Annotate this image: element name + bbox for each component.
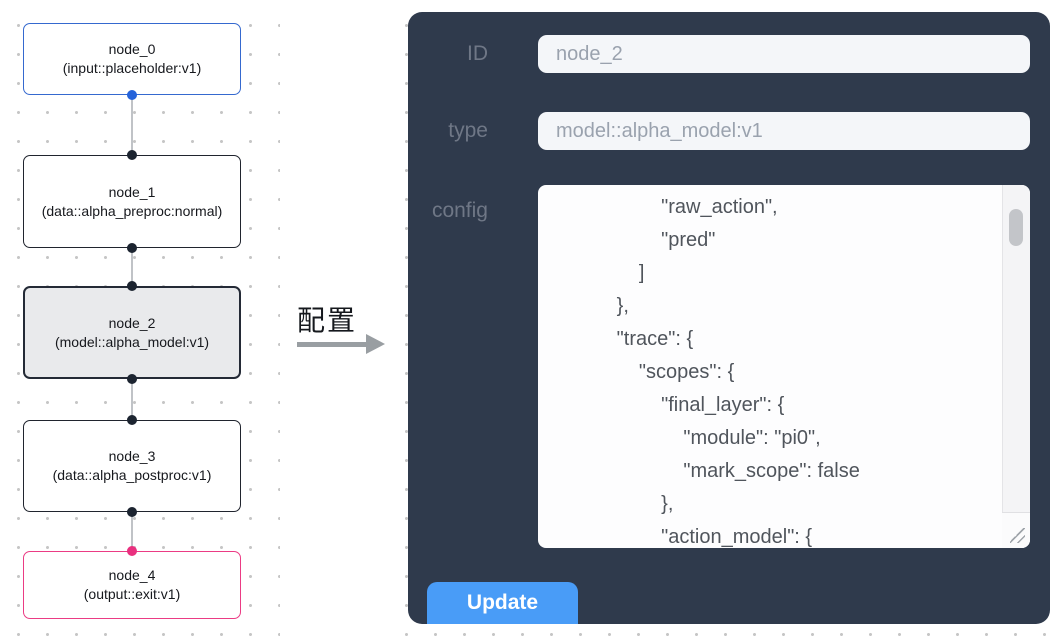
scrollbar-corner (1002, 512, 1030, 548)
node-subtitle: (output::exit:v1) (83, 586, 181, 602)
transition-label: 配置 (297, 305, 358, 336)
port-node1-in[interactable] (127, 150, 137, 160)
scrollbar-thumb[interactable] (1009, 209, 1023, 246)
resize-handle-icon[interactable] (1010, 528, 1025, 543)
flow-node-node_2[interactable]: node_2 (model::alpha_model:v1) (23, 286, 241, 379)
edge-node2-node3 (131, 379, 133, 420)
node-title: node_1 (108, 183, 156, 200)
flow-node-node_3[interactable]: node_3 (data::alpha_postproc:v1) (23, 420, 241, 512)
config-scrollbar[interactable] (1002, 185, 1030, 548)
port-node2-in[interactable] (127, 281, 137, 291)
arrow-right-icon (366, 334, 385, 354)
node-subtitle: (model::alpha_model:v1) (54, 333, 210, 350)
node-title: node_3 (108, 448, 156, 464)
port-node3-in[interactable] (127, 415, 137, 425)
flow-node-node_1[interactable]: node_1 (data::alpha_preproc:normal) (23, 155, 241, 248)
type-field-input[interactable] (538, 112, 1030, 150)
node-subtitle: (data::alpha_preproc:normal) (41, 202, 223, 219)
config-field-label: config (431, 199, 488, 222)
type-field-label: type (448, 119, 488, 142)
flow-node-node_4[interactable]: node_4 (output::exit:v1) (23, 551, 241, 619)
port-node0-out[interactable] (127, 90, 137, 100)
update-button[interactable]: Update (427, 582, 578, 624)
node-title: node_2 (108, 314, 156, 331)
id-field-input[interactable] (538, 35, 1030, 73)
config-panel: ID type config "raw_action", "pred" ] },… (408, 12, 1050, 624)
edge-node0-node1 (131, 95, 133, 155)
edge-node3-node4 (131, 512, 133, 551)
port-node3-out[interactable] (127, 507, 137, 517)
node-title: node_0 (108, 41, 156, 57)
flow-node-node_0[interactable]: node_0 (input::placeholder:v1) (23, 23, 241, 95)
port-node2-out[interactable] (127, 374, 137, 384)
config-textarea[interactable]: "raw_action", "pred" ] }, "trace": { "sc… (538, 185, 1030, 548)
node-subtitle: (input::placeholder:v1) (62, 60, 202, 76)
edge-node1-node2 (131, 248, 133, 286)
id-field-label: ID (467, 42, 488, 65)
node-subtitle: (data::alpha_postproc:v1) (52, 467, 212, 483)
node-title: node_4 (108, 567, 156, 583)
port-node4-in[interactable] (127, 546, 137, 556)
port-node1-out[interactable] (127, 243, 137, 253)
arrow-right-icon (297, 342, 366, 347)
config-json-text: "raw_action", "pred" ] }, "trace": { "sc… (616, 196, 860, 548)
